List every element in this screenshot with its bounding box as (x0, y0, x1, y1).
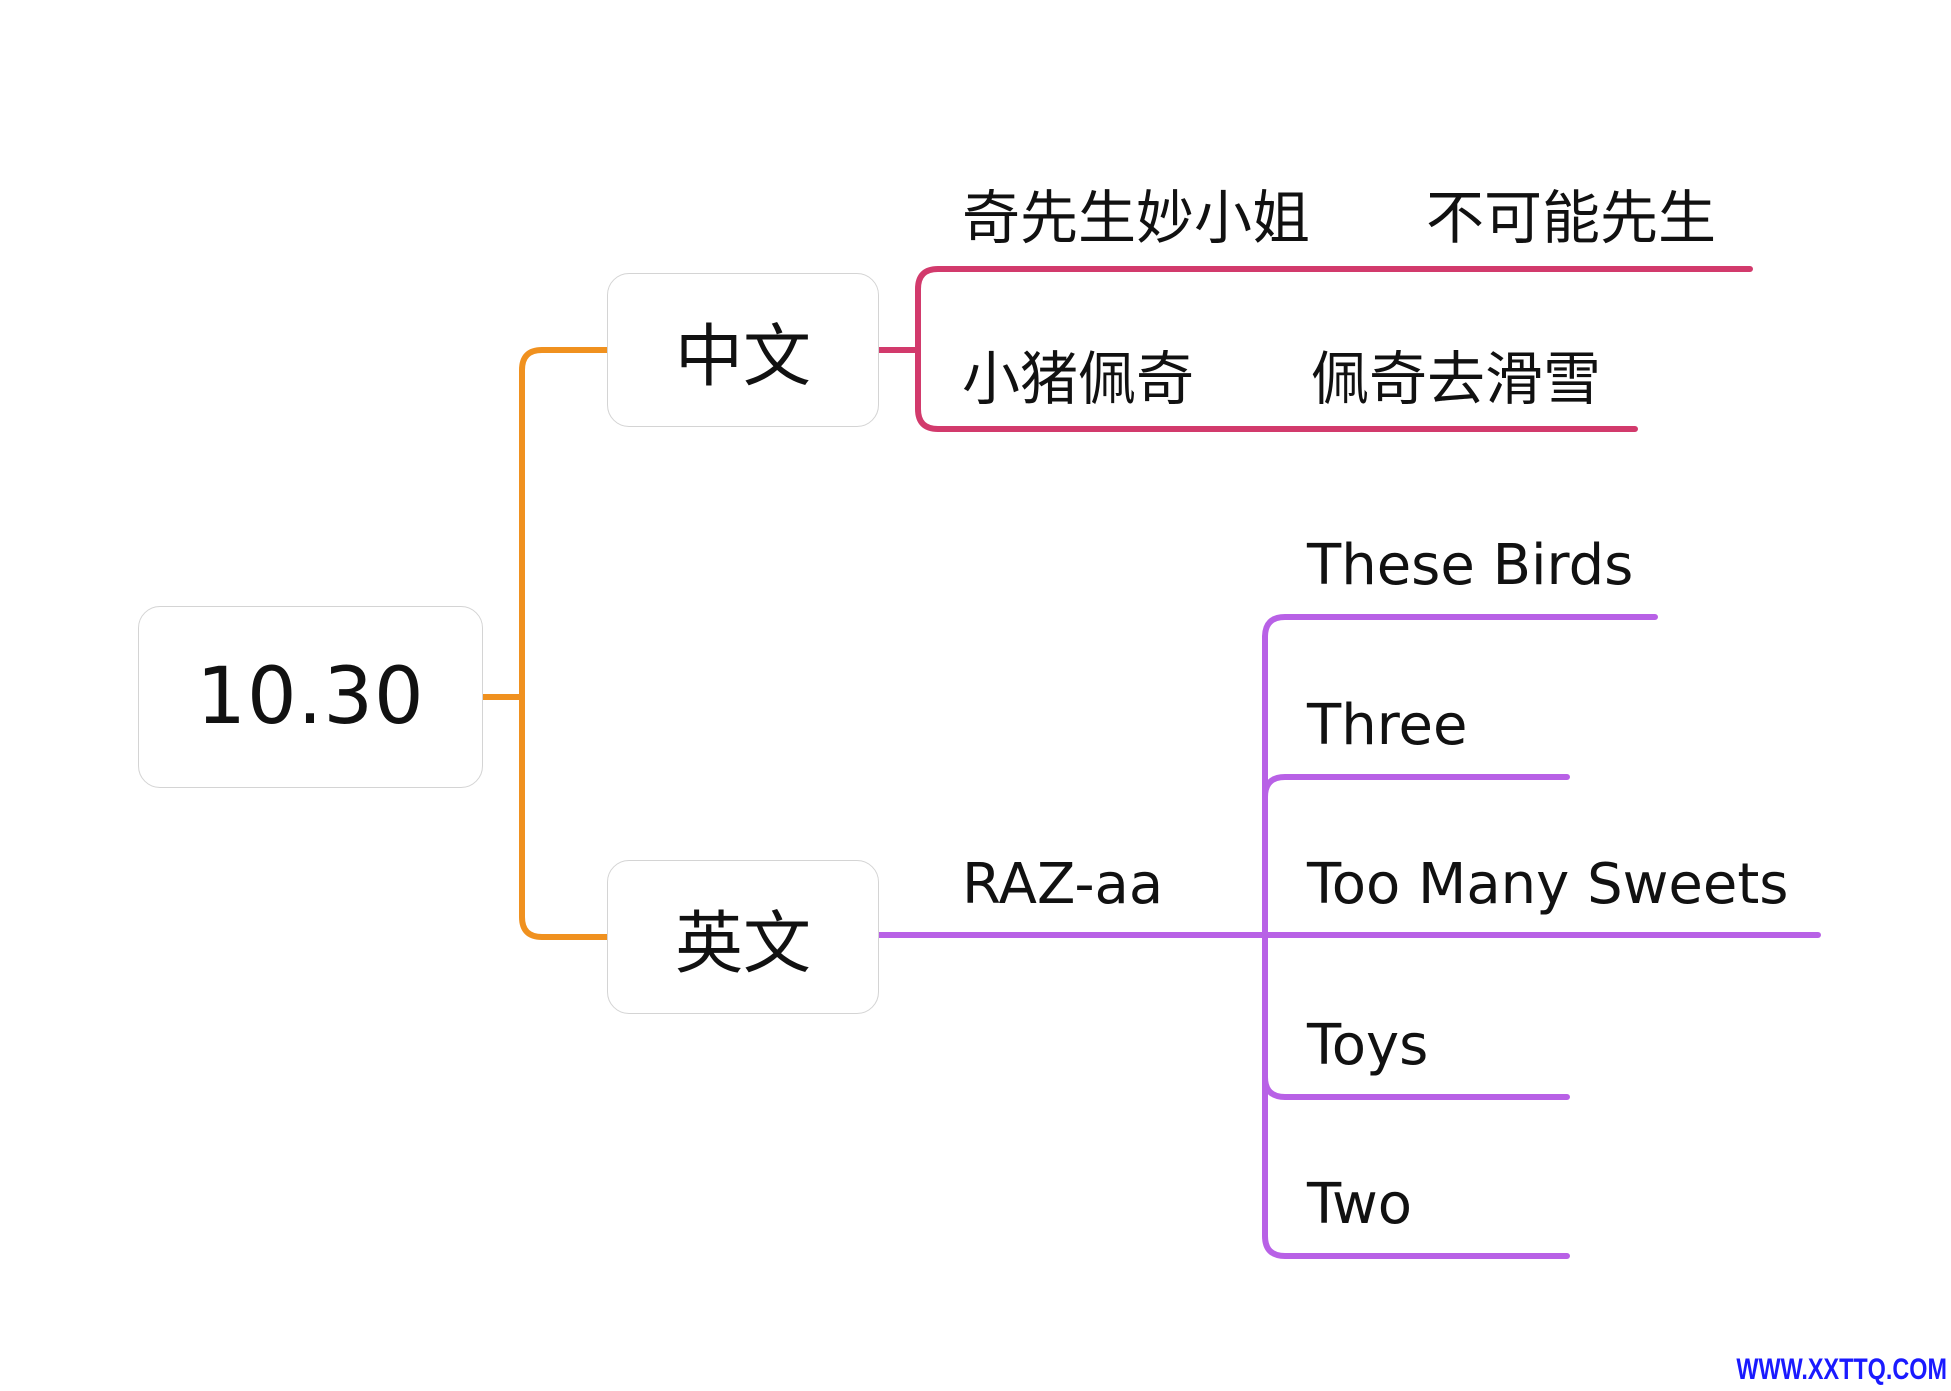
series-label[interactable]: RAZ-aa (962, 852, 1164, 917)
english-label: 英文 (674, 904, 811, 984)
english-book-item[interactable]: Too Many Sweets (1307, 852, 1789, 917)
english-branch-connector (876, 614, 1821, 1259)
chinese-book-item[interactable]: 佩奇去滑雪 (1311, 345, 1602, 413)
chinese-book-item[interactable]: 不可能先生 (1426, 184, 1717, 252)
english-node[interactable]: 英文 (607, 860, 879, 1014)
watermark-text: WWW.XXTTQ.COM (1736, 1353, 1947, 1386)
root-node[interactable]: 10.30 (138, 606, 483, 788)
english-book-item[interactable]: Three (1307, 693, 1468, 758)
chinese-book-item[interactable]: 小猪佩奇 (962, 345, 1195, 413)
root-label: 10.30 (196, 652, 425, 742)
root-branch-connector (480, 347, 610, 940)
chinese-label: 中文 (674, 317, 811, 397)
english-book-item[interactable]: Toys (1307, 1013, 1429, 1078)
chinese-book-item[interactable]: 奇先生妙小姐 (962, 184, 1311, 252)
chinese-branch-connector (876, 266, 1753, 432)
english-book-item[interactable]: Two (1307, 1172, 1412, 1237)
english-book-item[interactable]: These Birds (1307, 533, 1634, 598)
chinese-node[interactable]: 中文 (607, 273, 879, 427)
